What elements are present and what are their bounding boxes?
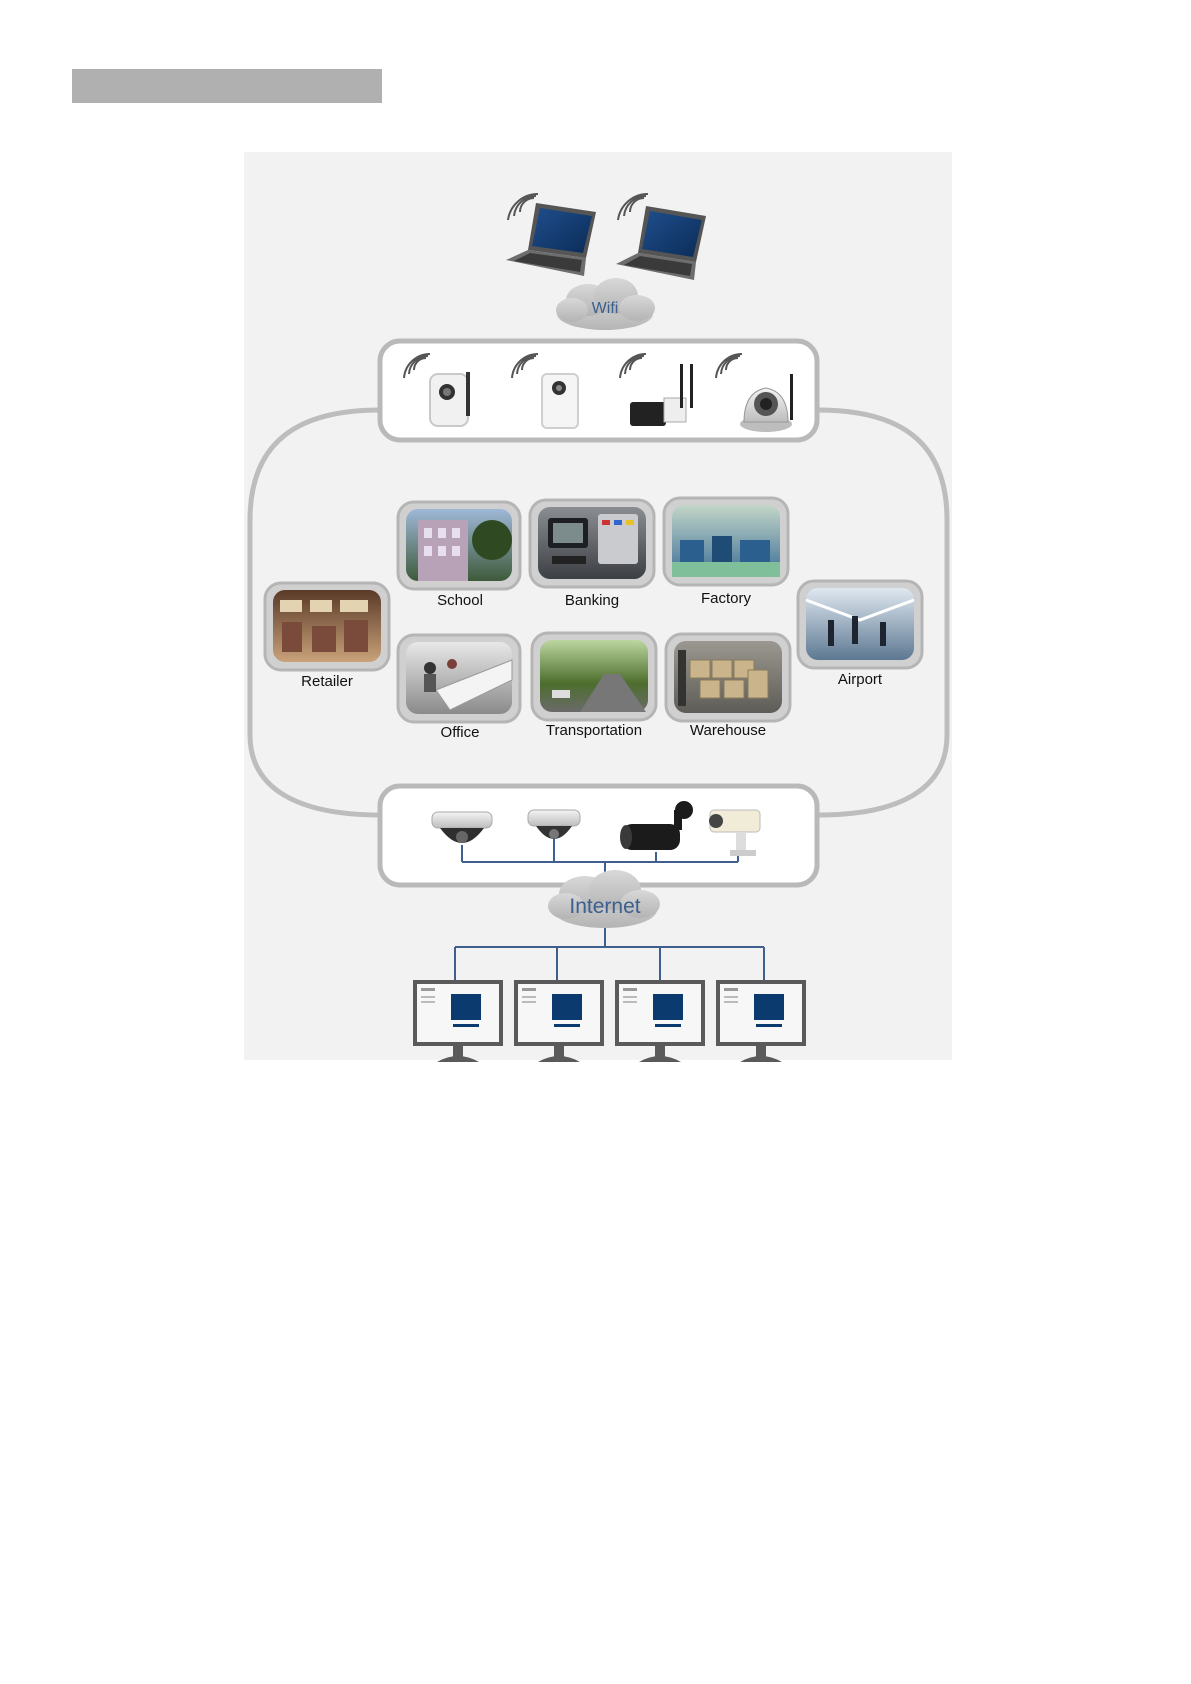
scene-retailer: [265, 583, 389, 670]
scene-label-retailer: Retailer: [257, 673, 397, 690]
scene-label-factory: Factory: [656, 590, 796, 607]
scene-label-airport: Airport: [790, 671, 930, 688]
scene-transportation: [532, 633, 656, 720]
monitor-3: [615, 980, 705, 1062]
laptop-1: [506, 194, 596, 276]
scene-school: [398, 502, 520, 589]
scene-label-transportation: Transportation: [524, 722, 664, 739]
internet-label: Internet: [555, 895, 655, 919]
scene-airport: [798, 581, 922, 668]
wired-camera-panel: [380, 786, 817, 885]
monitor-2: [514, 980, 604, 1062]
scene-label-office: Office: [390, 724, 530, 741]
laptop-2: [616, 194, 706, 280]
bullet-camera-black: [618, 800, 698, 858]
scene-label-banking: Banking: [522, 592, 662, 609]
monitor-4: [716, 980, 806, 1062]
monitor-1: [413, 980, 503, 1062]
scene-banking: [530, 500, 654, 587]
scene-office: [398, 635, 520, 722]
monitor-bus-lines: [455, 928, 764, 980]
wireless-signal-icon: [508, 194, 538, 220]
scene-warehouse: [666, 634, 790, 721]
wireless-signal-icon: [618, 194, 648, 220]
scene-factory: [664, 498, 788, 585]
scene-label-school: School: [390, 592, 530, 609]
wifi-label: Wifi: [575, 300, 635, 318]
scene-label-warehouse: Warehouse: [658, 722, 798, 739]
